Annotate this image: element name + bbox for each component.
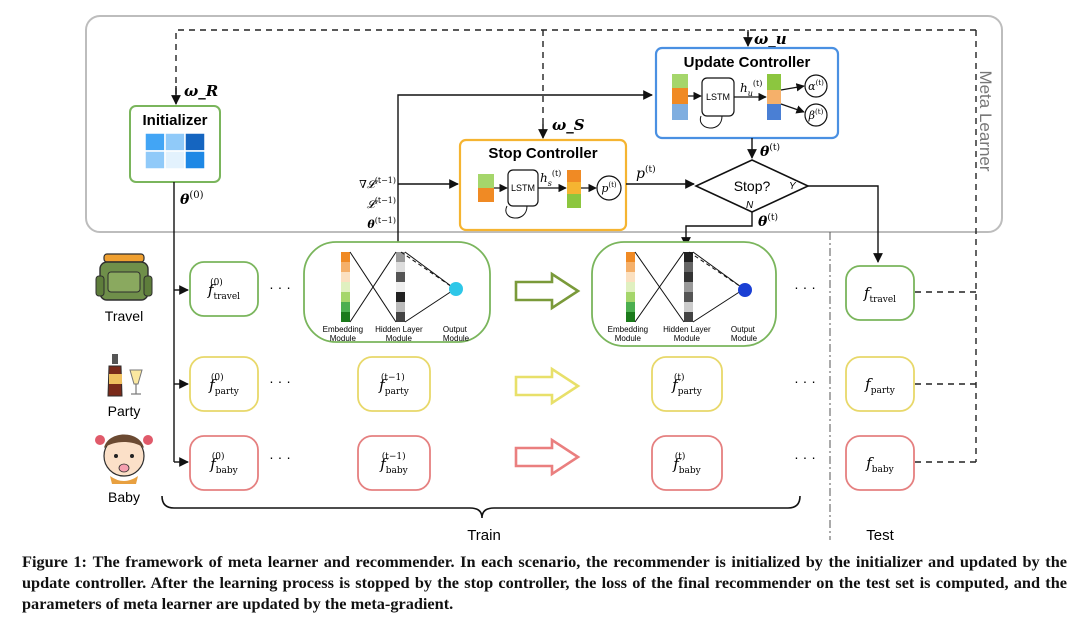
model-party-initial-label: fparty(0) (208, 372, 240, 397)
model-baby-initial-label: fbaby(0) (209, 451, 238, 476)
update-hidden-label: hu(t) (740, 79, 762, 98)
recommender-detail-prev: Embedding Module Hidden Layer Module Out… (303, 241, 491, 343)
model-baby-initial (189, 435, 259, 491)
ellipsis-baby-1: · · · (269, 449, 291, 465)
theta0-label: θ(0) (180, 190, 204, 208)
update-controller-box: Update Controller LSTM hu(t) α(t) β(t) (654, 46, 840, 140)
svg-text:Embedding Module: Embedding Module Hidden Layer Module Out… (323, 325, 470, 343)
ellipsis-travel-2: · · · (794, 279, 816, 295)
stop-decision-label: Stop? (734, 178, 771, 194)
figure-caption: Figure 1: The framework of meta learner … (22, 551, 1067, 614)
alpha-node: α(t) (808, 79, 824, 93)
ellipsis-party-2: · · · (794, 373, 816, 389)
backpack-icon (95, 253, 153, 301)
update-arrow-travel (514, 271, 581, 311)
stop-decision: Stop? Y N (694, 159, 810, 213)
model-baby-final (845, 435, 915, 491)
test-label: Test (866, 527, 894, 544)
train-label: Train (467, 527, 501, 544)
update-lstm-label: LSTM (706, 92, 730, 102)
theta-t-label-bottom: θ(t) (758, 212, 778, 230)
caption-label: Figure 1: (22, 552, 87, 571)
stop-inputs: ∇𝓛(t−1) 𝓛(t−1) θ(t−1) (359, 176, 396, 231)
stop-controller-box: Stop Controller LSTM hs(t) p(t) (458, 138, 628, 232)
beta-node: β(t) (808, 108, 824, 122)
model-party-t-label: fparty(t) (671, 372, 703, 397)
ellipsis-baby-2: · · · (794, 449, 816, 465)
ellipsis-party-1: · · · (269, 373, 291, 389)
update-arrow-baby (514, 437, 581, 477)
model-party-final (845, 356, 915, 412)
initializer-grid (144, 132, 206, 170)
scenario-name-party: Party (108, 403, 141, 419)
meta-learner-label: Meta Learner (976, 70, 995, 171)
champagne-icon (107, 354, 143, 397)
row-baby: fbaby(0) · · · fbaby(t−1) fbaby(t) · · ·… (189, 435, 915, 491)
train-brace (161, 495, 801, 519)
update-arrow-party (514, 366, 581, 406)
model-party-final-label: fparty (864, 375, 896, 396)
stop-lstm-label: LSTM (511, 183, 535, 193)
update-controller-title: Update Controller (684, 54, 811, 71)
caption-text: The framework of meta learner and recomm… (22, 552, 1067, 613)
row-party: fparty(0) · · · fparty(t−1) fparty(t) · … (189, 356, 915, 412)
model-baby-prev-label: fbaby(t−1) (379, 451, 408, 476)
initializer-title: Initializer (142, 112, 207, 129)
model-travel-final-label: ftravel (863, 284, 896, 305)
decision-yes-label: Y (789, 181, 797, 192)
svg-text:∇𝓛(t−1): ∇𝓛(t−1) (359, 176, 396, 191)
model-party-prev-label: fparty(t−1) (378, 372, 410, 397)
model-baby-t-label: fbaby(t) (672, 451, 701, 476)
stop-hidden-label: hs(t) (540, 169, 561, 188)
scenario-name-baby: Baby (108, 489, 140, 505)
model-travel-initial-label: ftravel(0) (207, 277, 240, 302)
model-party-prev (357, 356, 431, 412)
svg-text:θ(t−1): θ(t−1) (367, 216, 396, 231)
theta-t-label-top: θ(t) (760, 142, 780, 160)
update-feed-line (397, 90, 653, 252)
arrow-decision-yes (808, 185, 883, 263)
stop-p-node: p(t) (601, 181, 617, 195)
omega-u-label: ω_u (754, 30, 787, 48)
baby-face-icon (95, 434, 153, 484)
row-travel: ftravel(0) · · · Embedding Module (189, 241, 915, 347)
scenario-name-travel: Travel (105, 308, 143, 324)
model-party-t (651, 356, 723, 412)
model-baby-prev (357, 435, 431, 491)
init-flow (173, 182, 189, 467)
svg-text:Embedding Module: Embedding Module Hidden Layer Module Out… (608, 325, 758, 343)
ellipsis-travel-1: · · · (269, 279, 291, 295)
svg-text:𝓛(t−1): 𝓛(t−1) (367, 196, 396, 211)
recommender-detail-next: Embedding Module Hidden Layer Module Out… (591, 241, 777, 347)
stop-controller-title: Stop Controller (488, 145, 597, 162)
initializer-box: Initializer (129, 105, 221, 183)
model-baby-final-label: fbaby (865, 454, 894, 475)
arrow-decision-no (681, 212, 753, 247)
p-t-label: p(t) (636, 164, 656, 182)
model-travel-final (845, 265, 915, 321)
model-party-initial (189, 356, 259, 412)
omega-R-label: ω_R (184, 82, 218, 100)
decision-no-label: N (746, 200, 754, 211)
model-travel-initial (189, 261, 259, 317)
omega-S-label: ω_S (552, 116, 585, 134)
model-baby-t (651, 435, 723, 491)
